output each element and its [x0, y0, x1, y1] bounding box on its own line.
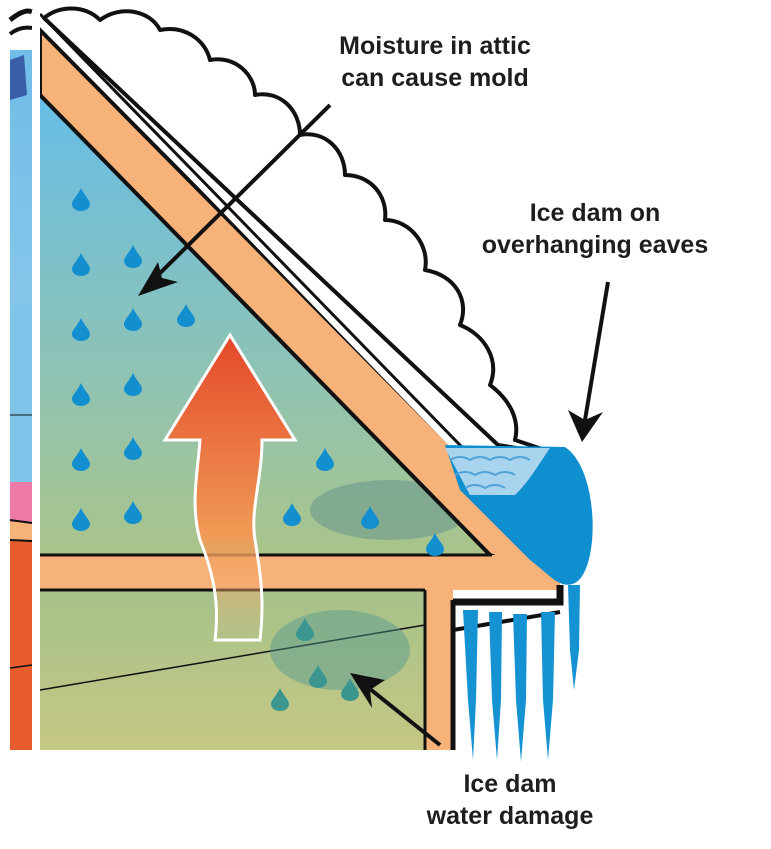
label-line: water damage [426, 802, 594, 830]
droplet-icon [177, 304, 195, 327]
wall-stud [425, 590, 453, 750]
ice-dam [445, 445, 593, 762]
droplet-icon [124, 308, 142, 331]
warm-air-arrow [162, 332, 298, 642]
soffit [453, 585, 564, 606]
icicles [463, 585, 580, 762]
droplet-icon [124, 437, 142, 460]
droplet-icon [283, 503, 301, 526]
droplet-icon [341, 678, 359, 701]
mold-cloud [270, 610, 410, 690]
snow-layer [42, 6, 562, 457]
ceiling-joist [40, 555, 560, 590]
droplet-icon [316, 448, 334, 471]
label-line: Ice dam on [529, 199, 661, 227]
droplet-icon [124, 373, 142, 396]
droplet-icon [72, 508, 90, 531]
droplet-icon [124, 245, 142, 268]
divider-gap [32, 10, 40, 750]
droplet-icon [361, 506, 379, 529]
label-line: Moisture in attic [339, 32, 531, 60]
label-ice-dam-eaves: Ice dam on overhanging eaves [450, 197, 740, 261]
window-icon [10, 55, 27, 100]
callout-arrows [138, 103, 610, 747]
label-line: Ice dam [463, 770, 557, 798]
droplet-icon [72, 253, 90, 276]
droplet-icon [426, 533, 444, 556]
moisture-droplets [72, 188, 444, 711]
droplet-icon [124, 501, 142, 524]
label-attic-moisture: Moisture in attic can cause mold [300, 30, 570, 94]
droplet-icon [72, 188, 90, 211]
droplet-icon [72, 448, 90, 471]
label-line: can cause mold [341, 64, 529, 92]
droplet-icon [72, 318, 90, 341]
label-line: overhanging eaves [481, 231, 709, 259]
droplet-icon [271, 688, 289, 711]
droplet-icon [296, 618, 314, 641]
droplet-icon [72, 383, 90, 406]
left-wall-strip [8, 8, 34, 750]
label-ice-dam-water: Ice dam water damage [400, 768, 620, 832]
droplet-icon [309, 665, 327, 688]
